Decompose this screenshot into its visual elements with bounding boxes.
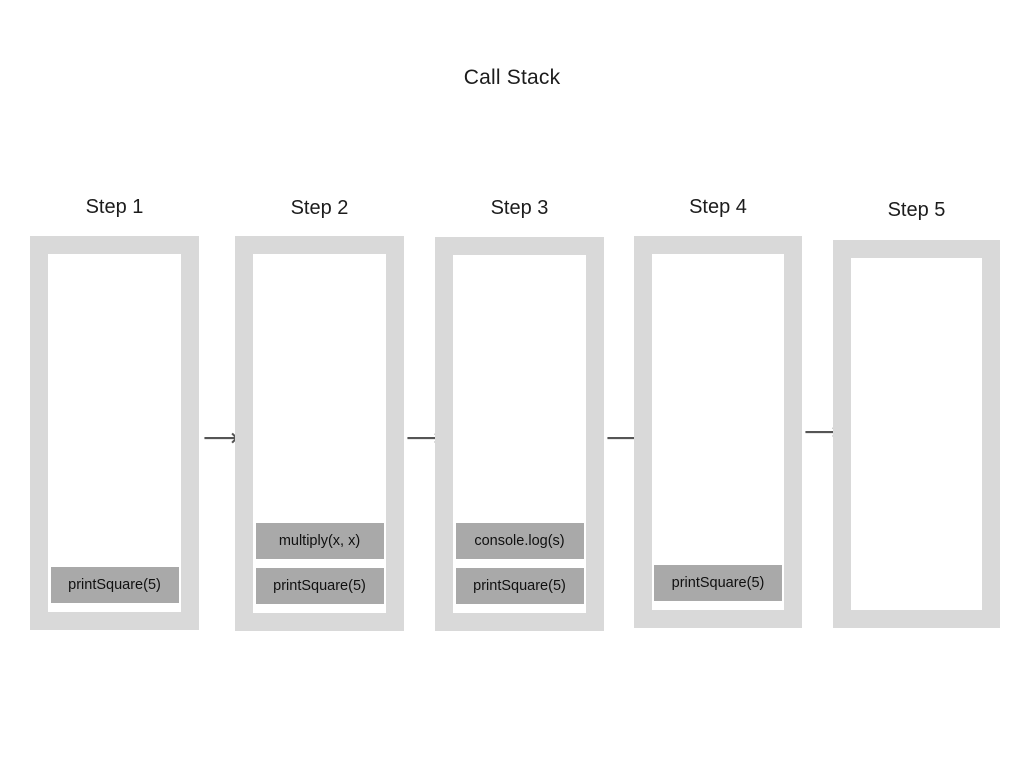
stack-well-4: printSquare(5) [652,254,784,610]
step-label-1: Step 1 [85,196,144,218]
stack-frame[interactable]: printSquare(5) [50,567,179,603]
stack-well-2: multiply(x, x) printSquare(5) [253,254,386,613]
stack-frame[interactable]: console.log(s) [455,523,584,559]
stack-container-2: multiply(x, x) printSquare(5) [235,236,404,631]
stack-frame[interactable]: multiply(x, x) [255,523,384,559]
stack-frame[interactable]: printSquare(5) [255,568,384,604]
stack-container-3: console.log(s) printSquare(5) [435,237,604,631]
step-label-4: Step 4 [689,196,747,218]
step-label-5: Step 5 [887,199,946,221]
flow-arrow-1: ⟶ [203,423,239,452]
stack-well-3: console.log(s) printSquare(5) [453,255,586,613]
page-title: Call Stack [463,66,561,89]
stack-well-1: printSquare(5) [48,254,181,612]
step-label-2: Step 2 [290,197,349,219]
stack-container-1: printSquare(5) [30,236,199,630]
stack-frame[interactable]: printSquare(5) [455,568,584,604]
step-label-3: Step 3 [490,197,549,219]
stack-container-4: printSquare(5) [634,236,802,628]
stack-well-5 [851,258,982,610]
stack-frame[interactable]: printSquare(5) [654,565,782,601]
stack-container-5 [833,240,1000,628]
